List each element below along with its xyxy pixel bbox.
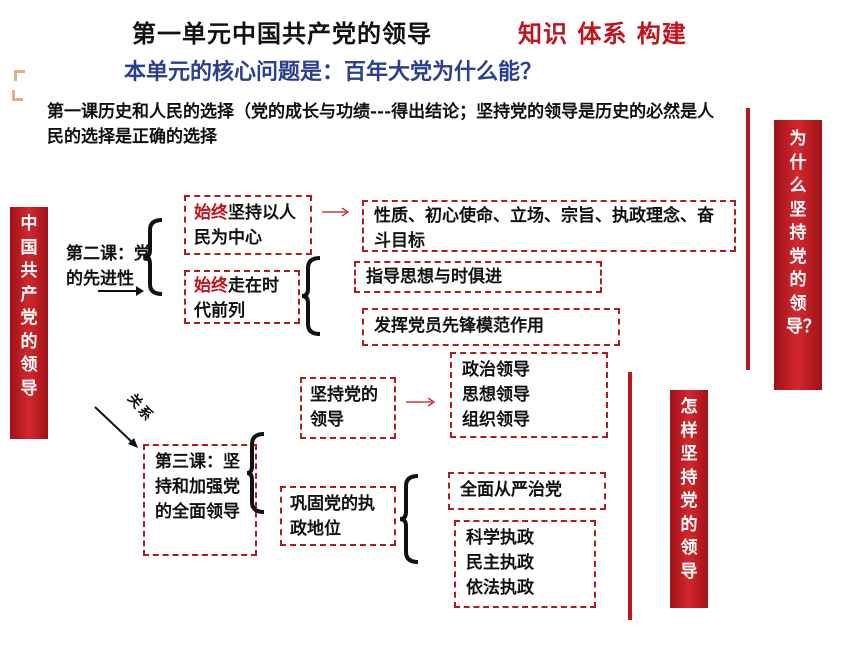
branch-lead-arrow-icon	[406, 397, 436, 407]
lesson-two-brace-icon	[144, 218, 163, 296]
branch-people-arrow-icon	[322, 207, 350, 217]
branch-lead-detail: 政治领导 思想领导 组织领导	[450, 352, 608, 438]
branch-era-detail-1: 指导思想与时俱进	[354, 261, 602, 293]
lesson-two-branch-people: 始终坚持以人民为中心	[184, 195, 312, 255]
branch-era-prefix: 始终	[194, 276, 228, 296]
branch-people-detail: 性质、初心使命、立场、宗旨、执政理念、奋斗目标	[362, 200, 736, 252]
branch-era-text: 走在时代前列	[194, 276, 279, 321]
why-bar: 为什么坚持党的领导？	[774, 120, 822, 390]
governance-item-lawful: 依法执政	[466, 578, 534, 598]
why-bracket-line	[746, 108, 750, 370]
left-topic-bar: 中国共产党的领导	[10, 207, 48, 439]
how-bar: 怎样坚持党的领导	[670, 390, 708, 608]
lead-item-organizational: 组织领导	[462, 410, 530, 430]
lesson-two-label: 第二课：党的先进性	[66, 244, 151, 289]
how-bracket-line	[628, 372, 632, 620]
why-label: 为什么坚持党的领导？	[786, 129, 820, 337]
how-label: 怎样坚持党的领导	[680, 397, 698, 582]
lesson-three-brace-icon	[246, 432, 265, 514]
page-title-tagline: 知识 体系 构建	[518, 19, 687, 48]
lead-item-ideological: 思想领导	[462, 385, 530, 405]
lesson-two-branch-era: 始终走在时代前列	[184, 270, 300, 324]
left-topic-label: 中国共产党的领导	[20, 214, 38, 399]
core-question: 本单元的核心问题是：百年大党为什么能？	[124, 59, 543, 85]
branch-people-text: 坚持以人民为中心	[194, 203, 296, 248]
lesson-three-branch-lead: 坚持党的领导	[300, 377, 396, 439]
left-quote-mark-icon	[14, 70, 25, 81]
right-quote-mark-icon	[12, 90, 23, 101]
position-detail-strict: 全面从严治党	[448, 472, 606, 510]
branch-era-detail-2: 发挥党员先锋模范作用	[362, 308, 620, 346]
lesson-one-text: 第一课历史和人民的选择（党的成长与功绩---得出结论；坚持党的领导是历史的必然是…	[47, 102, 715, 147]
lesson-two-arrow-icon	[98, 286, 144, 296]
page-title: 第一单元中国共产党的领导	[132, 19, 432, 48]
relation-arrow-icon	[94, 406, 138, 448]
branch-people-prefix: 始终	[194, 203, 228, 223]
lesson-three-label: 第三课：坚持和加强党的全面领导	[143, 444, 257, 556]
branch-position-brace-icon	[399, 474, 419, 564]
governance-item-democratic: 民主执政	[466, 553, 534, 573]
lesson-three-branch-position: 巩固党的执政地位	[280, 486, 396, 546]
branch-era-brace-icon	[301, 256, 321, 336]
lead-item-political: 政治领导	[462, 360, 530, 380]
governance-item-scientific: 科学执政	[466, 528, 534, 548]
position-detail-governance: 科学执政 民主执政 依法执政	[454, 520, 596, 608]
